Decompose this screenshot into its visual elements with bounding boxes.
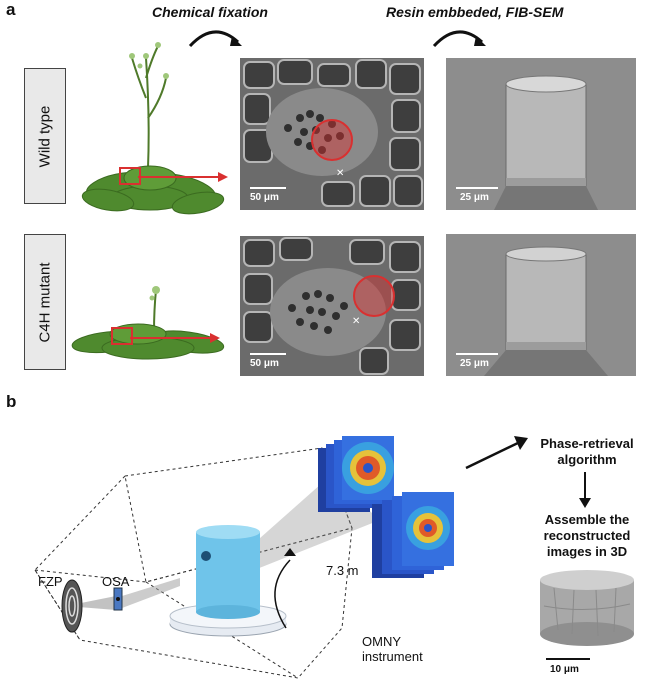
fib-sem-title: Resin embbeded, FIB-SEM	[386, 4, 564, 20]
red-arrow-icon	[138, 172, 228, 182]
assemble-step: Assemble the reconstructed images in 3D	[543, 512, 631, 559]
panel-a-letter: a	[6, 0, 16, 19]
distance-label: 7.3 m	[326, 563, 359, 578]
arrow-down-icon	[579, 472, 591, 508]
scale-bar	[456, 187, 498, 189]
fzp-label: FZP	[38, 574, 63, 589]
red-arrow-icon	[130, 333, 220, 343]
c4h-mutant-pillar-image	[446, 234, 636, 376]
pillar-scale-label: 25 μm	[460, 358, 489, 369]
c4h-mutant-sem-image: ✕	[240, 236, 424, 376]
omny-instrument-label: OMNY instrument	[362, 634, 423, 664]
svg-text:✕: ✕	[352, 316, 360, 327]
volume-scale-label: 10 μm	[550, 664, 579, 675]
scale-bar	[250, 353, 286, 355]
scale-bar	[456, 353, 498, 355]
c4h-mutant-plant-image	[71, 286, 225, 360]
row-label-text: Wild type	[36, 105, 54, 167]
fzp-icon	[61, 579, 83, 633]
row-label-c4h-mutant: C4H mutant	[24, 234, 66, 370]
wild-type-sem-image: ✕	[240, 58, 424, 210]
row-label-wild-type: Wild type	[24, 68, 66, 204]
curved-arrow-icon	[188, 30, 242, 48]
chemical-fixation-title: Chemical fixation	[152, 4, 268, 20]
wild-type-plant-image	[81, 42, 225, 215]
sem-scale-label: 50 μm	[250, 358, 279, 369]
scale-bar	[546, 658, 590, 660]
reconstructed-volume-image	[540, 570, 634, 646]
row-label-text: C4H mutant	[36, 261, 54, 343]
omny-instrument-diagram	[34, 436, 454, 679]
scale-bar	[250, 187, 286, 189]
arrow-icon	[465, 436, 528, 470]
panel-b-letter: b	[6, 392, 17, 411]
wild-type-pillar-image	[446, 58, 636, 210]
curved-arrow-icon	[432, 30, 486, 48]
phase-retrieval-step: Phase-retrieval algorithm	[540, 436, 634, 467]
svg-text:✕: ✕	[336, 168, 344, 179]
pillar-scale-label: 25 μm	[460, 192, 489, 203]
osa-label: OSA	[102, 574, 130, 589]
sem-scale-label: 50 μm	[250, 192, 279, 203]
